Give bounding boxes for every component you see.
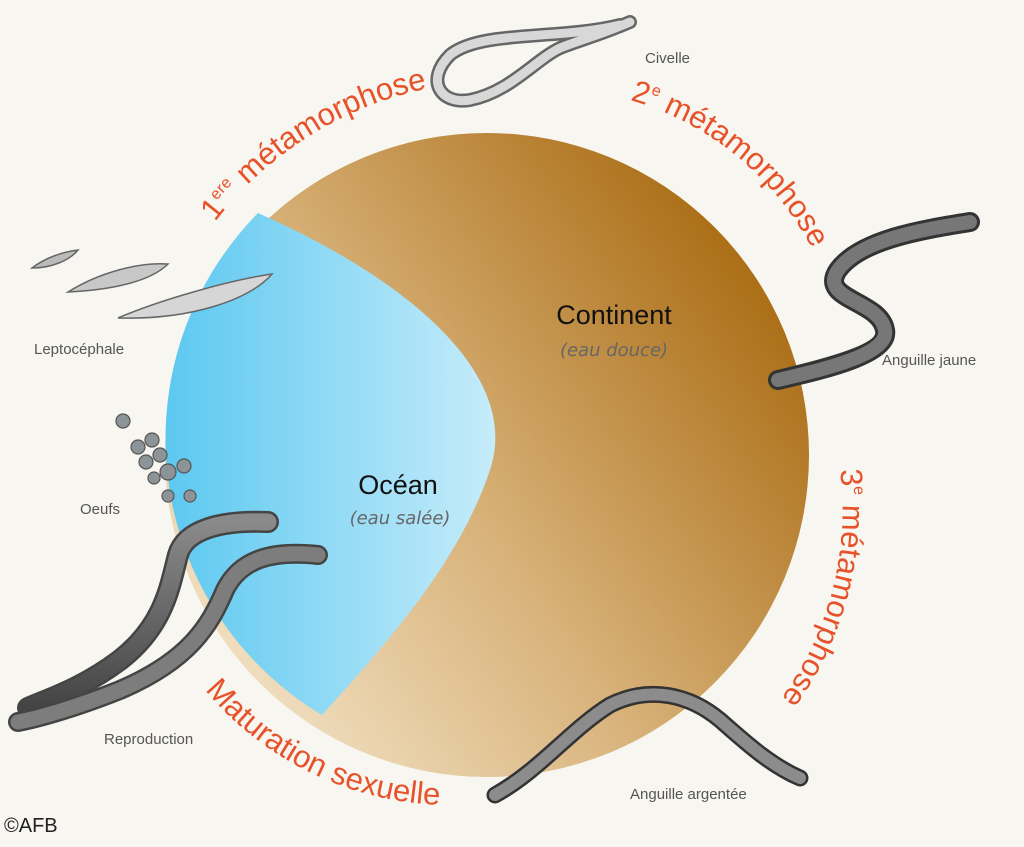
stage-label-civelle: Civelle <box>645 50 691 67</box>
stage-label-anguille-jaune: Anguille jaune <box>882 352 977 369</box>
ocean-subtitle: (eau salée) <box>349 508 451 529</box>
silver-eel-illustration <box>486 685 809 804</box>
continent-title: Continent <box>556 300 672 330</box>
ocean-title: Océan <box>358 470 438 500</box>
stage-label-oeufs: Oeufs <box>80 501 121 518</box>
civelle-eel-illustration <box>430 15 637 108</box>
copyright-notice: ©AFB <box>4 815 58 837</box>
eggs-illustration <box>115 413 197 503</box>
ocean-zone <box>165 213 496 715</box>
stage-label-leptocephale: Leptocéphale <box>34 341 125 358</box>
stage-label-anguille-argentee: Anguille argentée <box>630 786 747 803</box>
yellow-eel-illustration <box>768 212 980 390</box>
stage-label-reproduction: Reproduction <box>104 731 194 748</box>
continent-subtitle: (eau douce) <box>559 340 669 361</box>
leptocephale-illustration <box>29 249 274 319</box>
reproduction-eels-illustration <box>8 510 328 732</box>
